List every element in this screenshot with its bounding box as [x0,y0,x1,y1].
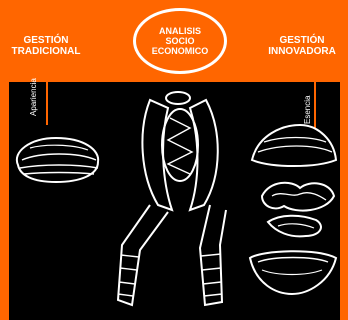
center-title: ANALISIS SOCIO ECONOMICO [151,26,209,56]
left-title: GESTIÓN TRADICIONAL [11,35,81,57]
center-circle [133,8,227,74]
right-title: GESTIÓN INNOVADORA [268,35,336,57]
